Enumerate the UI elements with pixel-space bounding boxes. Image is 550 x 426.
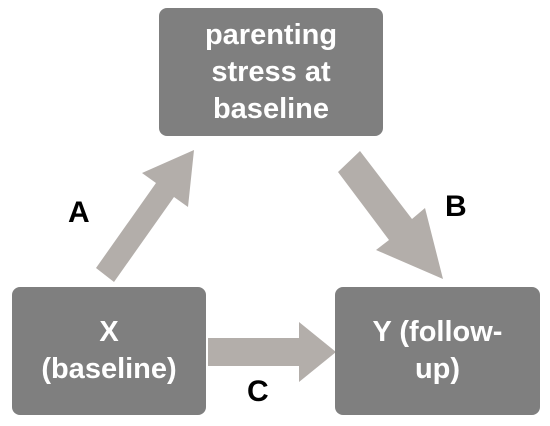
outcome-label: Y (follow- up) (372, 316, 503, 385)
mediator-label: parenting stress at baseline (204, 18, 338, 125)
arrow-b (338, 151, 443, 279)
arrow-c (208, 322, 336, 382)
mediator-box: parenting stress at baseline (159, 8, 383, 136)
arrow-a (96, 150, 194, 282)
outcome-box: Y (follow- up) (335, 287, 540, 415)
predictor-label: X (baseline) (41, 316, 177, 385)
path-c-label: C (247, 375, 269, 408)
path-b-label: B (445, 190, 467, 223)
path-a-label: A (68, 196, 90, 229)
predictor-box: X (baseline) (12, 287, 206, 415)
